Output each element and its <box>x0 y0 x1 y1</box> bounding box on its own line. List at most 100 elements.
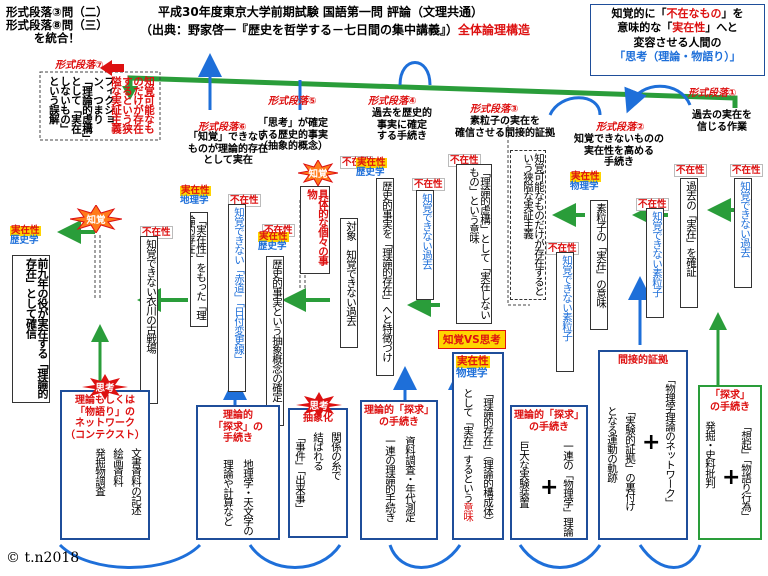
far-left-conclusion: 前九年の役が実在する「理論的存在」として確信 <box>12 255 50 403</box>
link-p1-p2 <box>624 84 692 114</box>
box-network: 理論もしくは「物語り」のネットワーク（コンテクスト） 文書資料の記述 絵画資料 … <box>60 390 150 540</box>
tag-presence-geography: 実在性地理学 <box>180 185 211 207</box>
box-item: 発掘・史料批判 <box>704 421 717 488</box>
head-s5: 「思考」が確定する歴史的事実（抽象的概念） <box>258 118 328 152</box>
title-source: （出典：野家啓一『歴史を哲学する－七日間の集中講義』） <box>140 23 459 37</box>
tag-presence-physics: 実在性物理学 <box>570 171 601 193</box>
copyright: © t.n2018 <box>6 550 80 566</box>
box-item: 「実験的証拠」の裏付け <box>624 406 637 511</box>
box-item: 資料調査・年代測定 <box>404 436 417 522</box>
link-p4-up <box>398 61 432 86</box>
note-line: を統合！ <box>33 31 80 46</box>
box-item: 関係の糸で <box>330 432 343 480</box>
col-s2-meaning: 素粒子の「実在」の意味 <box>590 200 608 330</box>
section-6: 形式段落⑥ <box>198 122 247 133</box>
note-line: 形式段落⑧問（三） <box>6 18 108 33</box>
star-label: 思考 <box>309 401 329 412</box>
perception-star-left: 知覚 <box>70 205 122 233</box>
nz-s6: 不在性 <box>228 194 261 207</box>
col-s4-past: 知覚できない過去 <box>416 190 434 300</box>
bottom-loop <box>58 543 702 569</box>
nz-s2: 不在性 <box>636 198 669 211</box>
title-line1: 平成30年度東京大学前期試験 国語第一問 評論（文理共通） <box>158 5 484 19</box>
col-s5-concrete: 具体的な個々の事物 <box>300 186 330 274</box>
box-theory-history: 理論的「探求」の手続き 資料調査・年代測定 一連の理論的手続き <box>360 400 438 540</box>
box-tag: 実在性物理学 <box>456 355 490 379</box>
p7-misunderstanding: フィクション、つまり「理論的虚構」として「実在しないもの」という誤解 <box>47 76 115 138</box>
box-label: 理論的「探求」の手続き <box>514 410 584 433</box>
box-item: 文書資料の記述 <box>130 448 143 515</box>
note-blue: 「思考（理論・物語り）」 <box>614 49 741 63</box>
box-item: 「想起」「物語り行為」 <box>740 421 753 521</box>
box-inquiry: 「探求」の手続き 発掘・史料批判 「想起」「物語り行為」 + <box>698 385 762 540</box>
section-4: 形式段落④ <box>368 96 417 107</box>
col-s4-object: 対象 知覚できない過去 <box>340 218 358 348</box>
box-item: 「物理学理論のネットワーク」 <box>664 374 677 507</box>
note-text: 知覚的に「 <box>611 7 667 20</box>
col-s1-past: 知覚できない過去 <box>734 178 752 288</box>
perception-star-s5: 知覚 <box>298 160 338 186</box>
box-item: 理論や計算など <box>222 459 235 526</box>
section-5: 形式段落⑤ <box>268 96 317 107</box>
tag-presence-history-s4: 実在性歴史学 <box>356 157 387 179</box>
box-indirect-evidence: 間接的証拠 「物理学理論のネットワーク」 「実験的証拠」の裏付け となる運動の軌… <box>598 350 688 540</box>
perception-vs-thinking: 知覚VS思考 <box>438 330 506 349</box>
box-item: として「実在」するという意味 <box>462 388 475 521</box>
box-item: 一連の理論的手続き <box>384 436 397 522</box>
box-item: 発掘物調査 <box>94 448 107 496</box>
plus-sign: + <box>722 465 741 490</box>
box-label: 「探求」の手続き <box>710 390 750 413</box>
nz-s4b: 不在性 <box>412 178 445 191</box>
box-label: 間接的証拠 <box>618 355 668 366</box>
nz-s3: 不在性 <box>448 154 481 167</box>
section-3: 形式段落③ <box>470 104 519 115</box>
star-label: 思考 <box>95 383 115 394</box>
col-s3-fiction: 「理論的虚構」として「実在しないもの」という意味 <box>456 164 492 324</box>
head-s3: 素粒子の実在を確信させる間接的証拠 <box>455 116 555 139</box>
col-s3-particle: 知覚できない素粒子 <box>556 252 574 372</box>
title-line2: （出典：野家啓一『歴史を哲学する－七日間の集中講義』）全体論理構造 <box>140 23 531 38</box>
star-label: 知覚 <box>86 215 106 226</box>
col-s4-characterize: 歴史的事実を「理論的存在」へと特徴づけ <box>376 178 394 376</box>
col-s6-absent: 知覚できない「赤道」「日付変更線」 <box>228 204 246 392</box>
note-text: 」を <box>721 7 744 20</box>
star-label: 知覚 <box>308 169 328 180</box>
note-text: 変容させる人間の <box>633 35 722 49</box>
note-text: 意味的な「 <box>617 21 673 35</box>
box-theory-physics: 理論的「探求」の手続き 巨大な実験装置 一連の「物理学」理論 + <box>510 405 588 540</box>
box-item: 「理論的存在」（理論的構成体） <box>482 388 495 526</box>
top-right-note: 知覚的に「不在なもの」を 意味的な「実在性」へと 変容させる人間の 「思考（理論… <box>590 4 765 76</box>
col-s1-confirm: 過去の「実在」を確証 <box>680 178 698 308</box>
note-text: 」へと <box>705 21 738 35</box>
main-flow-arrow <box>127 75 738 108</box>
box-item: 絵画資料 <box>112 448 125 486</box>
box-physics-presence: 実在性物理学 「理論的存在」（理論的構成体） として「実在」するという意味 <box>452 352 504 540</box>
head-s4: 過去を歴史的事実に確定する手続き <box>372 108 432 142</box>
tag-presence-history-s5: 実在性歴史学 <box>258 231 289 253</box>
nz-s3b: 不在性 <box>546 242 579 255</box>
col-s3-positivism: 知覚可能なものだけが存在するという狭隘な実証主義 <box>510 150 546 300</box>
col-s2-particle: 知覚できない素粒子 <box>646 208 664 318</box>
box-item: となる運動の軌跡 <box>606 406 619 482</box>
plus-sign: + <box>540 475 559 500</box>
box-item: 地理学・天文学の <box>242 459 255 535</box>
section-7: 形式段落⑦ <box>55 60 104 71</box>
nz-s1a: 不在性 <box>674 164 707 177</box>
p7-positivism: 知覚可能なものだけが存在するという狭隘な実証主義 <box>109 76 155 133</box>
note-line: 形式段落③問（二） <box>6 5 108 19</box>
box-label: 理論的「探求」の手続き <box>213 410 263 444</box>
title-structure: 全体論理構造 <box>458 23 531 37</box>
box-abstraction: 抽象化 関係の糸で 結ばれる 「事件」「出来事」 <box>288 408 348 538</box>
col-s5-abstract: 歴史的事実という抽象概念の確定 <box>266 256 284 426</box>
nz-s1b: 不在性 <box>730 164 763 177</box>
thinking-star-1: 思考 <box>82 374 128 400</box>
top-left-note: 形式段落③問（二） 形式段落⑧問（三） を統合！ <box>6 5 108 46</box>
box-item: 結ばれる <box>312 432 325 470</box>
box-item: 「事件」「出来事」 <box>294 432 307 513</box>
box-label: 抽象化 <box>303 413 333 424</box>
note-red: 不在なもの <box>666 7 722 20</box>
col-koromo: 知覚できない衣川の古戦場 <box>140 236 158 404</box>
box-item: 一連の「物理学」理論 <box>562 441 575 536</box>
section-1: 形式段落① <box>688 88 737 99</box>
box-label: 理論もしくは「物語り」のネットワーク（コンテクスト） <box>65 395 145 441</box>
